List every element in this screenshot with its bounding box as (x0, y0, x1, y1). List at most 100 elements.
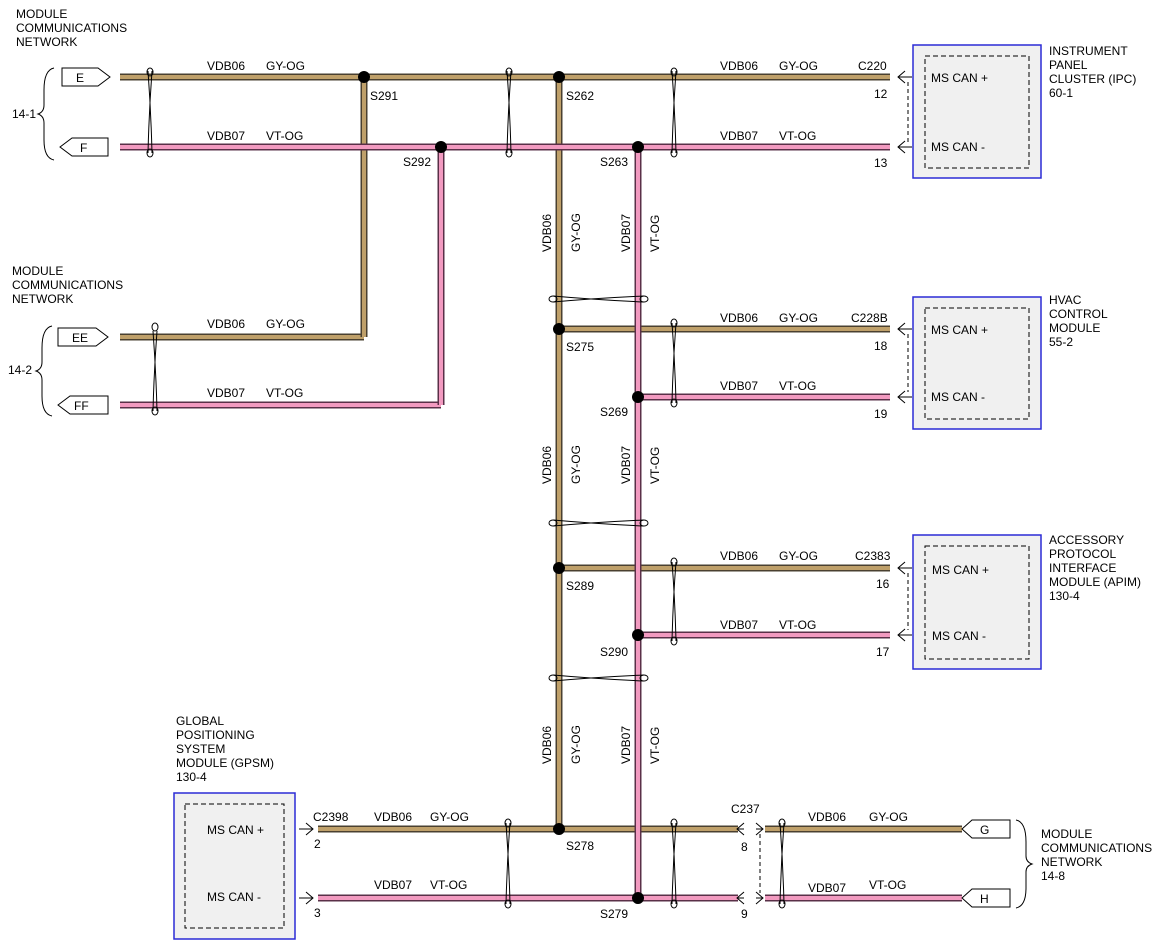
module-title-line: INTERFACE (1049, 561, 1116, 575)
splice-dot-s278[interactable] (553, 823, 565, 835)
module-box (912, 534, 1042, 670)
module-title-line: MODULE (1049, 321, 1100, 335)
module-title-line: MODULE (GPSM) (176, 756, 274, 770)
wire-circuit-label: VDB06 (720, 549, 758, 563)
module-title-line: CONTROL (1049, 307, 1108, 321)
twist-symbols (146, 67, 786, 909)
twist-icon (505, 67, 513, 158)
connector-ee[interactable]: EE (57, 327, 109, 347)
pin-number: 18 (874, 339, 888, 353)
pin-arrow-icon (897, 390, 912, 404)
module-inner-box (924, 55, 1030, 169)
connector-f[interactable]: F (59, 137, 109, 157)
connector-shape-icon (57, 327, 109, 347)
connector-arrow-icon (755, 822, 764, 836)
module-title-line: ACCESSORY (1049, 533, 1124, 547)
wire-circuit-label: VDB06 (540, 214, 554, 252)
network-14-2: MODULE COMMUNICATIONS NETWORK 14-2 EE FF (8, 264, 123, 417)
wire-color-label: VT-OG (779, 618, 816, 632)
wire-circuit-label: VDB06 (540, 726, 554, 764)
pin-number: 12 (874, 87, 888, 101)
connector-shape-icon (61, 67, 111, 87)
pin-number: 2 (314, 837, 321, 851)
splice-dot-s292[interactable] (435, 141, 447, 153)
module-title-line: CLUSTER (IPC) (1049, 72, 1136, 86)
connector-name: C2383 (855, 549, 891, 563)
splice-label: S291 (370, 89, 398, 103)
module-title-line: GLOBAL (176, 714, 224, 728)
wire-circuit-label: VDB07 (808, 881, 846, 895)
twist-icon (778, 818, 786, 909)
splice-dot-s279[interactable] (632, 892, 644, 904)
wire-color-label: GY-OG (569, 725, 583, 764)
splice-label: S263 (600, 155, 628, 169)
wire-circuit-label: VDB07 (207, 129, 245, 143)
network-title-line: COMMUNICATIONS (16, 21, 127, 35)
module-box (912, 44, 1042, 179)
splice-dots (358, 71, 644, 904)
connector-c237[interactable]: C237 8 9 (731, 802, 764, 921)
connector-g[interactable]: G (961, 819, 1011, 839)
connector-shape-icon (961, 888, 1011, 908)
connector-e[interactable]: E (61, 67, 111, 87)
connector-name: C220 (858, 59, 887, 73)
module-inner-box (924, 307, 1030, 420)
bracket-icon (36, 67, 55, 161)
splice-dot-s269[interactable] (632, 391, 644, 403)
splice-label: S290 (600, 645, 628, 659)
connector-shape-icon (57, 395, 109, 415)
wire-circuit-label: VDB07 (619, 446, 633, 484)
module-ref: 60-1 (1049, 86, 1073, 100)
network-14-8: MODULE COMMUNICATIONS NETWORK 14-8 G H (961, 819, 1152, 909)
pin-arrow-icon (897, 628, 912, 642)
module-pin-label: MS CAN - (931, 390, 985, 404)
splice-dot-s262[interactable] (553, 71, 565, 83)
pin-number: 3 (314, 906, 321, 920)
connector-shape-icon (59, 137, 109, 157)
pin-number: 16 (876, 577, 890, 591)
wire-circuit-label: VDB06 (207, 317, 245, 331)
wire-color-label: GY-OG (569, 213, 583, 252)
splice-dot-s263[interactable] (632, 141, 644, 153)
pin-arrow-icon (897, 322, 912, 336)
wire-color-label: VT-OG (430, 878, 467, 892)
network-title-line: NETWORK (16, 35, 77, 49)
splice-dot-s291[interactable] (358, 71, 370, 83)
connector-name: C228B (851, 311, 888, 325)
twist-icon (670, 67, 678, 158)
pin-number: 8 (741, 840, 748, 854)
module-gpsm[interactable]: MS CAN + MS CAN - GLOBAL POSITIONING SYS… (173, 714, 349, 940)
vertical-wire-labels: VDB06 GY-OG VDB07 VT-OG VDB06 GY-OG VDB0… (540, 213, 662, 764)
module-apim[interactable]: MS CAN + MS CAN - ACCESSORY PROTOCOL INT… (855, 533, 1141, 670)
wire-circuit-label: VDB06 (720, 59, 758, 73)
twist-icon (146, 67, 154, 158)
splice-dot-s289[interactable] (553, 562, 565, 574)
splice-label: S279 (600, 907, 628, 921)
module-title-line: SYSTEM (176, 742, 225, 756)
wire-circuit-label: VDB07 (374, 878, 412, 892)
pin-arrow-icon (897, 561, 912, 575)
connector-h[interactable]: H (961, 888, 1011, 908)
connector-name: C237 (731, 802, 760, 816)
twist-icon (548, 519, 649, 527)
module-hvac[interactable]: MS CAN + MS CAN - HVAC CONTROL MODULE 55… (851, 293, 1108, 430)
module-ipc[interactable]: MS CAN + MS CAN - INSTRUMENT PANEL CLUST… (858, 44, 1136, 179)
connector-ff[interactable]: FF (57, 395, 109, 415)
splice-label: S289 (566, 579, 594, 593)
wire-color-label: VT-OG (648, 727, 662, 764)
module-ref: 55-2 (1049, 335, 1073, 349)
network-title-line: COMMUNICATIONS (12, 278, 123, 292)
plus-wires (120, 73, 962, 833)
wire-circuit-label: VDB07 (720, 129, 758, 143)
pin-number: 9 (741, 907, 748, 921)
connector-arrow-icon (736, 822, 745, 836)
splice-dot-s290[interactable] (632, 629, 644, 641)
wire-color-label: VT-OG (266, 386, 303, 400)
network-title-line: COMMUNICATIONS (1041, 841, 1152, 855)
network-ref: 14-8 (1041, 869, 1065, 883)
bracket-icon (1015, 819, 1034, 909)
wire-circuit-label: VDB06 (720, 311, 758, 325)
twist-icon (670, 557, 678, 646)
splice-dot-s275[interactable] (553, 323, 565, 335)
module-ref: 130-4 (176, 770, 207, 784)
